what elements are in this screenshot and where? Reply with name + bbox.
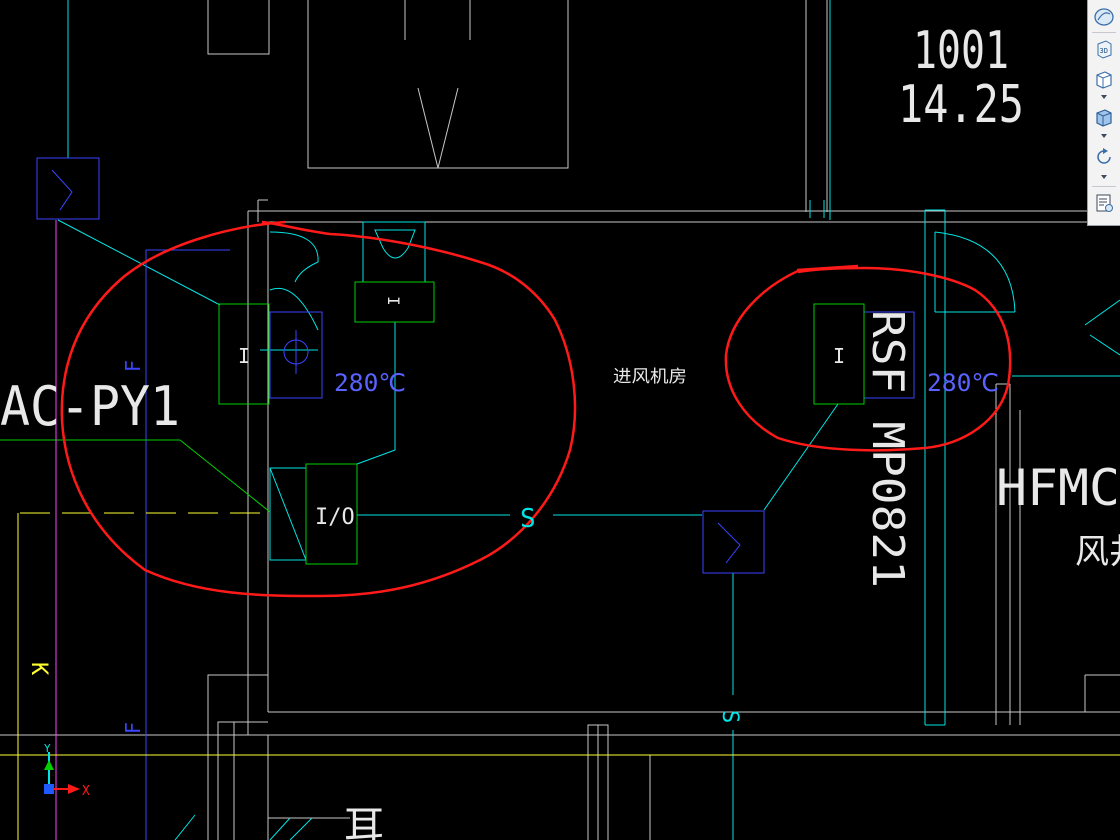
input-module-right-label: I — [833, 344, 845, 368]
input-module-label: I — [238, 344, 250, 368]
left-damper-temp: 280℃ — [334, 369, 406, 397]
cable-label-k: K — [26, 662, 51, 676]
cable-label-s: S — [520, 504, 536, 534]
red-markup-clouds — [60, 220, 1012, 598]
blue-elements — [36, 157, 915, 840]
cable-label-f-bottom: F — [121, 722, 145, 734]
ucs-x-label: X — [82, 784, 90, 799]
shaft-label: HFMC — [996, 459, 1120, 517]
orbit-dropdown-arrow[interactable] — [1091, 93, 1117, 101]
cube-dropdown-arrow[interactable] — [1091, 132, 1117, 140]
vertical-equipment-label: RSF MP0821 — [862, 310, 913, 588]
view-list-icon[interactable] — [1091, 192, 1117, 214]
small-module-label: I — [384, 296, 403, 306]
room-number: 1001 — [913, 21, 1009, 81]
cyan-elements — [57, 0, 1120, 840]
ucs-icon: X Y — [44, 742, 90, 799]
ucs-y-label: Y — [44, 742, 51, 755]
elevation-label: 14.25 — [898, 75, 1024, 135]
red-cloud-left — [60, 220, 577, 598]
left-equipment-label: AC-PY1 — [0, 375, 180, 438]
drawing-text: 1001 14.25 进风机房 AC-PY1 HFMC 风井 RSF MP082… — [0, 21, 1120, 840]
input-module-left — [218, 303, 270, 405]
rotate-dropdown-arrow[interactable] — [1091, 173, 1117, 181]
misc-lines — [0, 220, 1120, 840]
steeringwheel-icon[interactable] — [1091, 6, 1117, 28]
cable-label-s-bottom: S — [717, 710, 742, 723]
svg-text:3D: 3D — [1100, 47, 1108, 55]
small-input-module — [354, 281, 435, 323]
io-module — [305, 463, 358, 565]
room-name-label: 进风机房 — [613, 367, 687, 387]
cable-label-f-top: F — [121, 360, 145, 372]
io-module-label: I/O — [315, 505, 355, 530]
input-module-right — [813, 303, 865, 405]
green-elements — [0, 281, 865, 565]
bottom-text-fragment: 耳 — [344, 804, 384, 840]
3d-view-icon[interactable]: 3D — [1091, 38, 1117, 60]
rotate-icon[interactable] — [1091, 146, 1117, 168]
shaft-sublabel: 风井 — [1075, 532, 1120, 572]
right-damper-temp: 280℃ — [927, 369, 999, 397]
red-cloud-right — [724, 266, 1012, 452]
navigation-bar: 3D — [1087, 0, 1120, 226]
cube-view-icon[interactable] — [1091, 106, 1117, 128]
orbit-icon[interactable] — [1091, 68, 1117, 90]
